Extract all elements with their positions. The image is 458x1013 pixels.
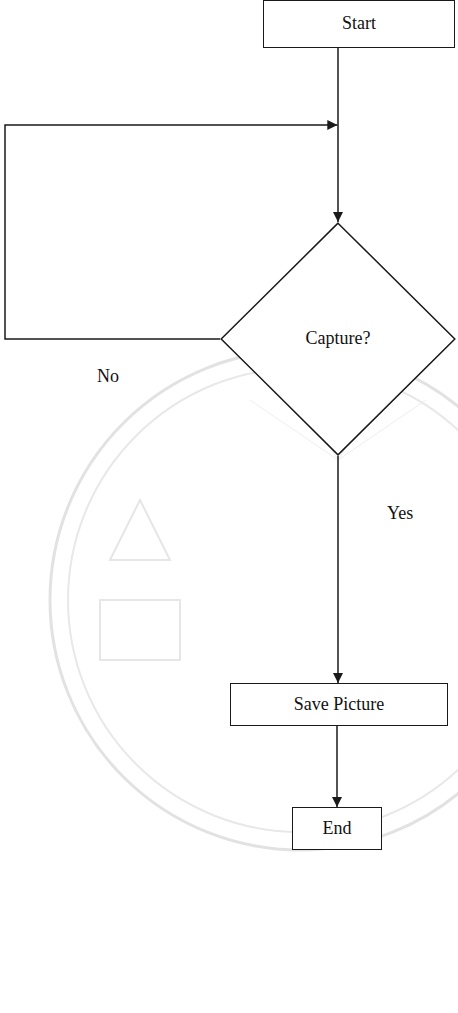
node-text: Start bbox=[342, 13, 376, 35]
process-box: Save Picture bbox=[230, 683, 448, 726]
node-text: End bbox=[323, 818, 352, 840]
edge-label: No bbox=[95, 366, 121, 388]
edge-label: Yes bbox=[385, 503, 415, 525]
decision-diamond: Capture? bbox=[220, 222, 456, 456]
node-text: Capture? bbox=[306, 328, 371, 350]
start-box: Start bbox=[263, 0, 455, 48]
flow-arrow bbox=[337, 456, 339, 683]
seal-tower bbox=[100, 500, 180, 660]
seal-ring bbox=[50, 350, 458, 850]
flow-arrow bbox=[337, 48, 339, 222]
flow-arrow bbox=[336, 726, 338, 807]
seal-ring bbox=[68, 368, 458, 832]
end-box: End bbox=[292, 807, 382, 850]
node-text: Save Picture bbox=[294, 694, 384, 716]
